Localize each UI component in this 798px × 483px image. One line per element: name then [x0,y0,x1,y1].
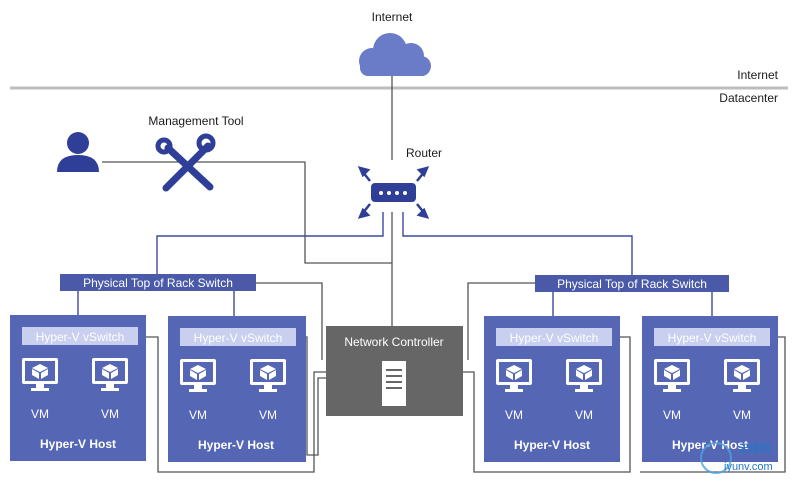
vm-label: VM [575,408,593,422]
vswitch-3-label: Hyper-V vSwitch [510,331,599,345]
cloud-icon [359,33,431,76]
user-icon [57,132,99,172]
vswitch-2-label: Hyper-V vSwitch [194,331,283,345]
tor-switch-right-label: Physical Top of Rack Switch [557,277,707,291]
host-1-label: Hyper-V Host [40,437,116,451]
router-label: Router [406,146,442,160]
zone-label-internet: Internet [737,68,778,82]
vm-label: VM [259,408,277,422]
host-2-label: Hyper-V Host [198,438,274,452]
server-icon [382,361,406,406]
host-3-label: Hyper-V Host [514,438,590,452]
vswitch-4 [654,328,770,346]
tools-icon [155,133,216,192]
host-2: Hyper-V vSwitch VM VM Hyper-V Host [168,316,306,462]
vswitch-2 [180,328,296,346]
tor-switch-right [535,275,729,292]
vm-label: VM [189,408,207,422]
network-controller-label: Network Controller [344,335,443,349]
vswitch-1 [22,327,138,345]
vm-label: VM [663,408,681,422]
vswitch-1-label: Hyper-V vSwitch [36,330,125,344]
tor-switch-left-label: Physical Top of Rack Switch [83,276,233,290]
vswitch-4-label: Hyper-V vSwitch [668,331,757,345]
watermark-url: iyunv.com [724,461,773,473]
host-1: Hyper-V vSwitch VM VM Hyper-V Host [10,315,146,461]
vm-label: VM [31,407,49,421]
management-tool-label: Management Tool [148,114,243,128]
vm-label: VM [101,407,119,421]
watermark: 云维网 iyunv.com [700,442,773,474]
cloud-label: Internet [372,10,413,24]
router-icon [357,166,430,219]
tor-switch-left [60,274,256,291]
vswitch-3 [496,328,612,346]
host-4: Hyper-V vSwitch VM VM Hyper-V Host [642,316,778,462]
watermark-brand: 云维网 [738,442,771,455]
vm-label: VM [505,408,523,422]
host-3: Hyper-V vSwitch VM VM Hyper-V Host [484,316,620,462]
zone-label-datacenter: Datacenter [719,91,778,105]
vm-label: VM [733,408,751,422]
